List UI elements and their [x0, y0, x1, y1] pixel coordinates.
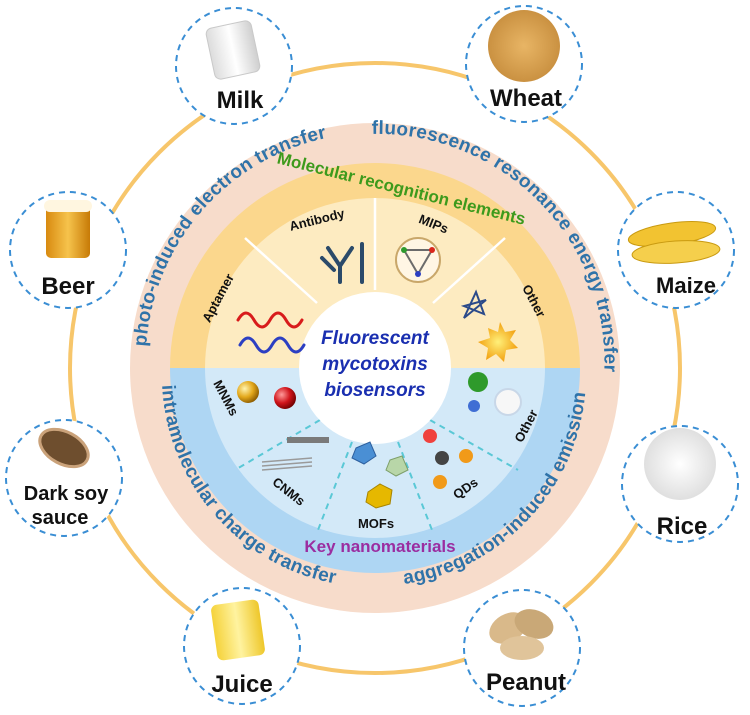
mips-icon — [395, 237, 441, 283]
qds-icon — [423, 429, 473, 489]
aptamer-icon — [236, 311, 306, 354]
antibody-icon — [320, 242, 364, 284]
center-circle — [299, 292, 451, 444]
food-label-dark-soy-1: Dark soy — [24, 483, 109, 505]
food-peanut: Peanut — [463, 589, 581, 707]
nanomaterials-other-icon — [468, 372, 522, 416]
center-line-3: biosensors — [324, 380, 425, 401]
food-milk: Milk — [175, 7, 293, 125]
food-wheat: Wheat — [465, 5, 583, 123]
food-rice: Rice — [621, 425, 739, 543]
recognition-dividers — [244, 198, 506, 304]
nanomaterials-title: Key nanomaterials — [304, 537, 455, 556]
food-label-juice: Juice — [211, 671, 272, 698]
food-label-maize: Maize — [656, 273, 716, 298]
food-label-dark-soy-2: sauce — [32, 507, 89, 529]
food-label-peanut: Peanut — [486, 669, 566, 696]
food-label-milk: Milk — [217, 87, 264, 114]
food-dark-soy-sauce: Dark soy sauce — [5, 419, 123, 537]
recognition-other-icon — [460, 289, 518, 362]
outer-ring — [68, 61, 682, 675]
food-label-wheat: Wheat — [490, 85, 562, 112]
mnms-icon — [237, 381, 296, 409]
food-beer: Beer — [9, 191, 127, 309]
center-line-1: Fluorescent — [321, 328, 429, 349]
food-label-rice: Rice — [657, 513, 708, 540]
mofs-icon — [351, 441, 409, 509]
food-juice: Juice — [183, 587, 301, 705]
cnms-icon — [261, 437, 329, 471]
center-line-2: mycotoxins — [322, 354, 428, 375]
food-label-beer: Beer — [41, 273, 94, 300]
food-maize: Maize — [617, 191, 735, 309]
nanomaterials-dividers — [234, 419, 519, 531]
sector-label-mofs: MOFs — [358, 516, 394, 531]
